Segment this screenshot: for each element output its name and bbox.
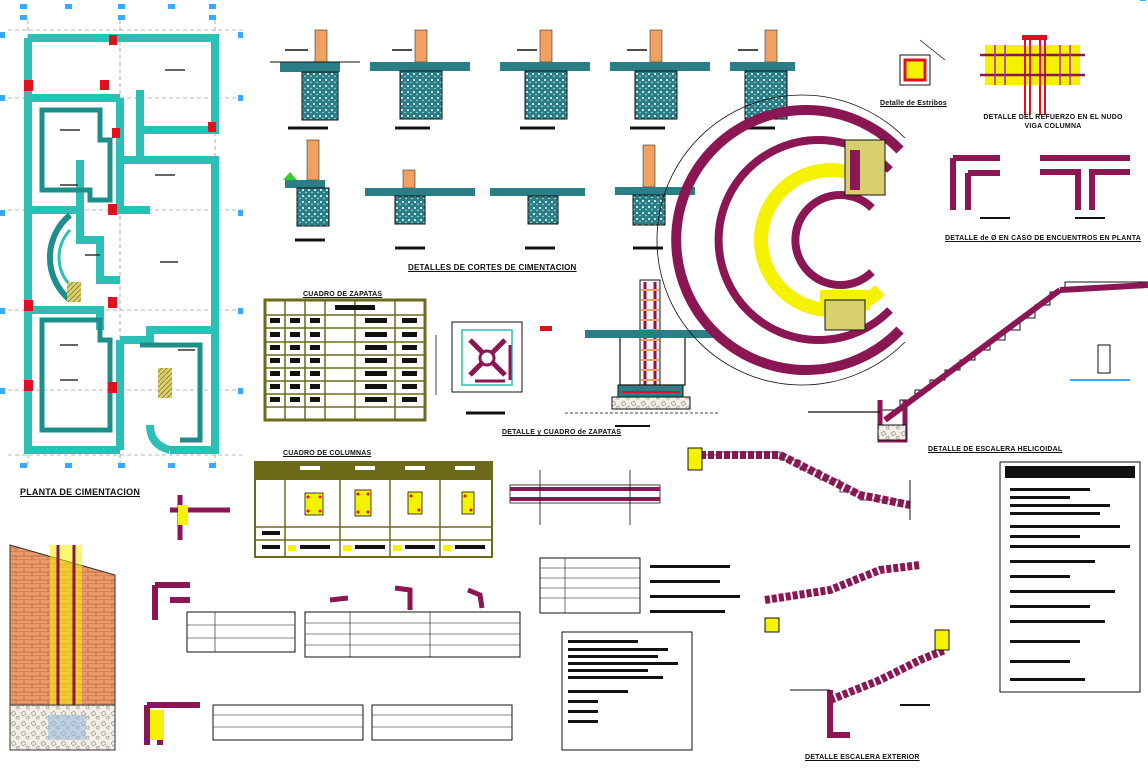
title-encuentros-planta: DETALLE de Ø EN CASO DE ENCUENTROS EN PL… (945, 235, 1141, 242)
title-refuerzo-nudo: DETALLE DEL REFUERZO EN EL NUDO VIGA COL… (983, 114, 1123, 130)
title-cuadro-zapatas: CUADRO DE ZAPATAS (303, 291, 383, 298)
zapata-plan-detail (435, 321, 523, 415)
helical-stair-section (808, 281, 1148, 443)
title-escalera-exterior: DETALLE ESCALERA EXTERIOR (805, 754, 920, 761)
zapatas-table (263, 298, 427, 422)
columnas-table (254, 461, 493, 558)
exterior-stair-upper (687, 447, 911, 520)
foundation-plan (0, 4, 245, 468)
anchorage-tables (186, 557, 641, 741)
title-detalle-zapatas: DETALLE y CUADRO de ZAPATAS (502, 429, 622, 436)
title-escalera-helicoidal: DETALLE DE ESCALERA HELICOIDAL (928, 446, 1063, 453)
brick-wall-detail (9, 544, 116, 751)
zapata-section-detail (540, 279, 720, 427)
title-detalle-estribos: Detalle de Estribos (880, 100, 947, 107)
estribos-detail (899, 39, 946, 86)
encuentros-detail (950, 155, 1130, 219)
notes-blocks (561, 461, 1141, 751)
exterior-stair-lower (764, 561, 950, 738)
small-beam-details (144, 495, 485, 745)
foundation-sections (270, 29, 795, 250)
title-cortes-cimentacion: DETALLES DE CORTES DE CIMENTACION (408, 263, 577, 272)
title-planta-cimentacion: PLANTA DE CIMENTACION (20, 487, 141, 497)
title-cuadro-columnas: CUADRO DE COLUMNAS (283, 450, 372, 457)
nudo-refuerzo-detail (980, 35, 1085, 115)
beam-elevation (509, 470, 661, 525)
helical-stair-plan (656, 94, 906, 386)
